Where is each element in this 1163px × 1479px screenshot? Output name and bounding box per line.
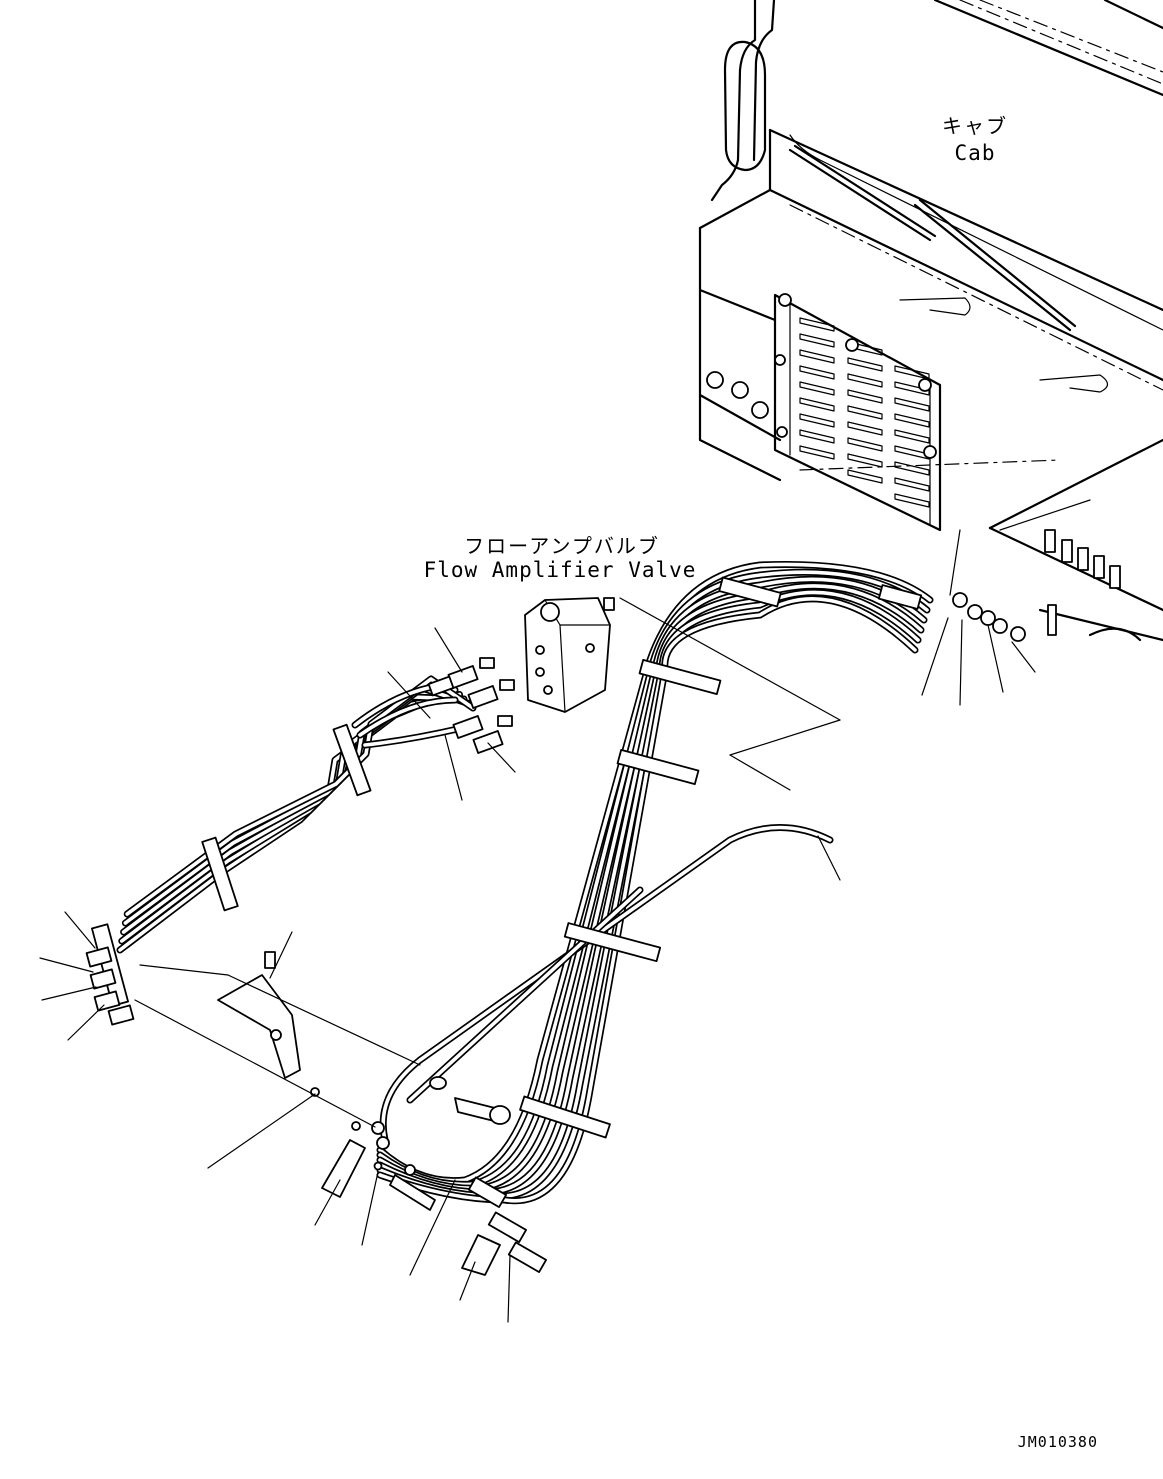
leader-line bbox=[409, 1179, 456, 1276]
vent-slot bbox=[799, 413, 835, 428]
vent-slot bbox=[799, 317, 835, 332]
leader-line bbox=[434, 627, 463, 673]
cab-bolts bbox=[706, 293, 937, 459]
cab-structure bbox=[698, 0, 1163, 612]
valve-label-en: Flow Amplifier Valve bbox=[424, 558, 697, 582]
vent-slot bbox=[799, 445, 835, 460]
valve-fittings bbox=[427, 657, 515, 754]
left-end-fittings bbox=[85, 946, 135, 1026]
leader-line bbox=[987, 624, 1004, 693]
vent-slot bbox=[847, 389, 883, 404]
leader-line bbox=[921, 617, 949, 696]
leader-lines bbox=[39, 529, 1036, 1323]
pipe-core bbox=[358, 698, 457, 737]
pipe-core bbox=[381, 825, 832, 1142]
leader-line bbox=[207, 1093, 316, 1169]
pipe-outline bbox=[123, 675, 477, 918]
leader-line bbox=[387, 671, 431, 719]
pipe-core bbox=[363, 726, 464, 747]
vent-slot bbox=[799, 397, 835, 412]
drawing-code: JM010380 bbox=[1018, 1433, 1098, 1451]
vent-slot bbox=[847, 373, 883, 388]
vent-slot bbox=[799, 365, 835, 380]
leader-line bbox=[139, 964, 229, 976]
flow-amplifier-valve-body bbox=[524, 597, 615, 713]
leader-line bbox=[817, 835, 841, 881]
vent-slot bbox=[799, 381, 835, 396]
vent-slot bbox=[894, 461, 930, 476]
vent-slot bbox=[847, 405, 883, 420]
vent-slot bbox=[799, 429, 835, 444]
leader-line bbox=[729, 754, 791, 791]
vent-slot bbox=[799, 333, 835, 348]
vent-slot bbox=[894, 365, 930, 380]
vent-slot bbox=[847, 437, 883, 452]
leader-line bbox=[361, 1171, 379, 1246]
pipe-core bbox=[125, 677, 475, 916]
bracket-and-bolt bbox=[217, 951, 511, 1276]
vent-slot bbox=[894, 429, 930, 444]
pipe-core bbox=[408, 888, 642, 1102]
vent-slot bbox=[894, 493, 930, 508]
leader-line bbox=[314, 1179, 341, 1226]
leader-line bbox=[134, 999, 376, 1128]
leader-line bbox=[67, 1004, 105, 1041]
leader-line bbox=[41, 986, 97, 1001]
cab-label-jp: キャブ bbox=[942, 114, 1008, 138]
leader-line bbox=[1011, 641, 1036, 673]
vent-slot bbox=[847, 421, 883, 436]
valve-label-jp: フローアンプバルブ bbox=[464, 534, 660, 558]
leader-line bbox=[619, 597, 841, 721]
pipe-clamps bbox=[91, 576, 923, 1273]
valve-block-connectors bbox=[1038, 529, 1163, 642]
leader-line bbox=[444, 734, 463, 801]
leader-line bbox=[487, 742, 516, 773]
leader-line bbox=[459, 1261, 476, 1301]
leader-line bbox=[39, 957, 94, 973]
vent-slot bbox=[894, 397, 930, 412]
vent-slot bbox=[847, 453, 883, 468]
vent-slot bbox=[894, 381, 930, 396]
cab-vent-slots bbox=[799, 317, 930, 508]
leader-line bbox=[507, 1254, 511, 1323]
leader-line bbox=[269, 931, 293, 979]
vent-slot bbox=[847, 469, 883, 484]
vent-slot bbox=[847, 357, 883, 372]
vent-slot bbox=[894, 445, 930, 460]
leader-line bbox=[227, 974, 421, 1066]
leader-line bbox=[64, 911, 96, 949]
vent-slot bbox=[894, 413, 930, 428]
leader-line bbox=[949, 529, 961, 596]
vent-slot bbox=[799, 349, 835, 364]
pipe-core bbox=[378, 597, 917, 1203]
right-end-fittings bbox=[952, 592, 1026, 642]
vent-slot bbox=[894, 477, 930, 492]
leader-line bbox=[729, 719, 841, 756]
cab-label-en: Cab bbox=[955, 141, 996, 165]
leader-line bbox=[959, 619, 963, 706]
